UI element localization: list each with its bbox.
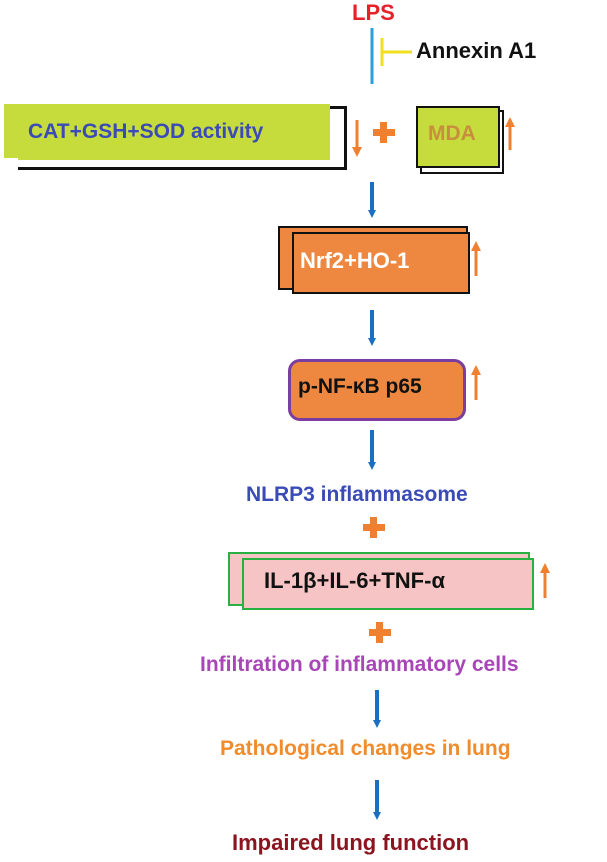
nfkb-box: [288, 359, 466, 421]
cat-gsh-sod-label: CAT+GSH+SOD activity: [28, 120, 264, 143]
mda-box: [416, 106, 500, 168]
pathological-changes-label: Pathological changes in lung: [220, 737, 511, 760]
plus-icon: [363, 517, 385, 538]
nlrp3-label: NLRP3 inflammasome: [246, 483, 468, 506]
nrf2-box: [292, 232, 470, 294]
lps-label: LPS: [352, 0, 395, 25]
annexin-a1-label: Annexin A1: [416, 38, 537, 63]
nfkb-label: p-NF-κB p65: [298, 375, 422, 398]
plus-icon: [369, 622, 391, 643]
nrf2-ho1-label: Nrf2+HO-1: [300, 248, 410, 273]
mda-label: MDA: [428, 122, 476, 145]
annexin-inhibitor-icon: [380, 38, 412, 66]
cytokine-label: IL-1β+IL-6+TNF-α: [264, 568, 445, 593]
cytokine-box: [242, 558, 534, 610]
infiltration-label: Infiltration of inflammatory cells: [200, 653, 519, 676]
cat-box: [18, 106, 330, 160]
plus-icon: [373, 122, 395, 143]
impaired-function-label: Impaired lung function: [232, 830, 470, 855]
